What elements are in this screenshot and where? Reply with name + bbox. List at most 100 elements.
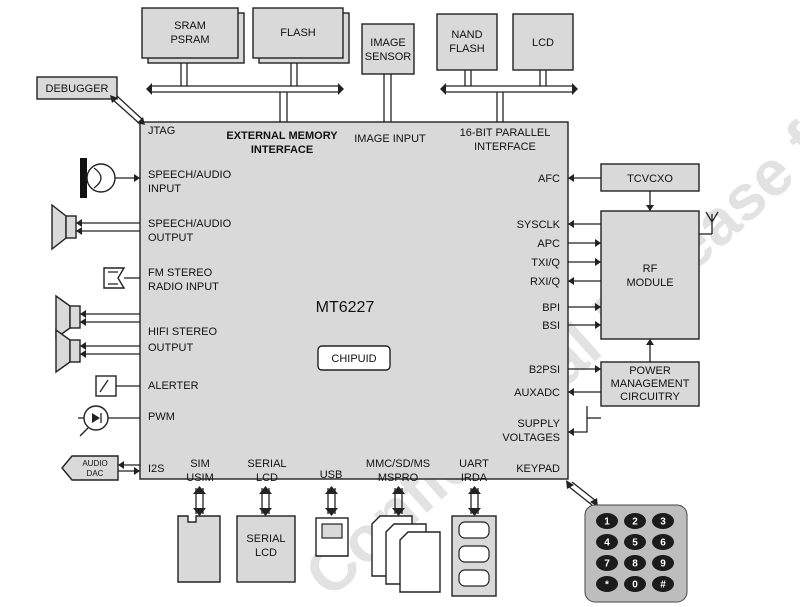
uart-label-2: IRDA [461,472,488,484]
fm-stereo-label-2: RADIO INPUT [148,281,219,293]
keypad-link [566,480,598,507]
keypad-key [652,555,674,571]
sim-label-2: USIM [186,472,214,484]
audio-dac-label-1: AUDIO [82,459,107,468]
external-memory-interface-label: INTERFACE [251,144,313,156]
sram-label: SRAM [174,20,206,32]
sim-card-icon [177,486,221,583]
mmc-label-1: MMC/SD/MS [366,458,430,470]
keypad-key [596,576,618,592]
keypad-key-label: 0 [632,580,638,591]
keypad-key [624,576,646,592]
keypad-key-label: 2 [632,517,638,528]
chip-name: MT6227 [316,299,375,316]
fm-radio-icon [103,267,140,289]
alerter-icon [95,375,140,397]
serial-lcd-box-label-2: LCD [255,547,277,559]
bpi-label: BPI [542,302,560,314]
usb-connector-icon [315,486,349,557]
serial-lcd-box-label-1: SERIAL [246,533,285,545]
afc-label: AFC [538,173,560,185]
tcvcxo-box: TCVCXO [568,163,700,211]
parallel-bus [440,70,578,122]
pm-label-3: CIRCUITRY [620,391,680,403]
nand-label-1: NAND [451,29,482,41]
keypad-key [624,555,646,571]
mmc-label-2: MSPRO [378,472,419,484]
audio-dac-label-2: DAC [87,469,104,478]
parallel-interface-label: INTERFACE [474,141,536,153]
lcd-label: LCD [532,37,554,49]
uart-connector-icon [451,486,497,597]
keypad-key [624,534,646,550]
bsi-label: BSI [542,320,560,332]
keypad-key-label: 1 [604,517,610,528]
debugger-box: DEBUGGER [36,76,145,125]
keypad-key [652,576,674,592]
keypad-key-label: * [605,580,609,591]
pm-label-2: MANAGEMENT [611,378,690,390]
keypad-key-label: 6 [660,538,666,549]
stereo-speakers-icon [55,294,140,374]
apc-label: APC [537,238,560,250]
usb-label: USB [320,469,343,481]
lcd-box: LCD [512,13,574,71]
image-sensor-label-1: IMAGE [370,37,405,49]
keypad-label: KEYPAD [516,463,560,475]
serial-lcd-pin-label-1: SERIAL [247,458,286,470]
serial-lcd-box: SERIAL LCD [236,486,296,583]
sram-psram-box: SRAM PSRAM [141,7,245,64]
hifi-stereo-label-1: HIFI STEREO [148,326,218,338]
debugger-label: DEBUGGER [46,83,109,95]
keypad-key-label: 5 [632,538,638,549]
speech-audio-input-label-1: SPEECH/AUDIO [148,169,232,181]
pm-label-1: POWER [629,365,671,377]
keypad-key [652,534,674,550]
microphone-icon [80,158,140,198]
sim-label-1: SIM [190,458,210,470]
serial-lcd-pin-label-2: LCD [256,472,278,484]
speech-audio-output-label-1: SPEECH/AUDIO [148,218,232,230]
speech-audio-output-label-2: OUTPUT [148,232,194,244]
keypad-key [624,513,646,529]
keypad-key [596,534,618,550]
mt6227-chip [139,121,569,480]
image-sensor-label-2: SENSOR [365,51,412,63]
keypad-key-label: 7 [604,559,610,570]
keypad-key [596,555,618,571]
parallel-label: 16-BIT PARALLEL [460,127,551,139]
auxadc-label: AUXADC [514,387,560,399]
memory-cards-icon [371,486,441,593]
keypad-key-label: 8 [632,559,638,570]
external-memory-label: EXTERNAL MEMORY [226,130,338,142]
rf-label-2: MODULE [626,277,673,289]
supply-label-2: VOLTAGES [502,432,560,444]
keypad-key-label: 4 [604,538,610,549]
keypad-key-label: # [660,580,666,591]
power-management-box: POWER MANAGEMENT CIRCUITRY [568,361,700,436]
uart-label-1: UART [459,458,489,470]
flash-label: FLASH [280,27,316,39]
rf-module-box: RF MODULE [568,210,719,362]
pwm-label: PWM [148,411,175,423]
flash-box: FLASH [252,7,350,64]
image-input-link [383,74,392,122]
supply-label-1: SUPPLY [517,418,560,430]
keypad-key [596,513,618,529]
txiq-label: TXI/Q [531,257,560,269]
image-input-label: IMAGE INPUT [354,133,426,145]
speaker-icon [51,203,140,251]
psram-label: PSRAM [170,34,209,46]
fm-stereo-label-1: FM STEREO [148,267,213,279]
sysclk-label: SYSCLK [517,219,561,231]
nand-flash-box: NAND FLASH [436,13,498,71]
chipuid-label: CHIPUID [331,353,376,365]
chipuid-box [317,345,391,371]
keypad-key-label: 9 [660,559,666,570]
nand-label-2: FLASH [449,43,485,55]
memory-bus [146,63,344,122]
audio-dac-box: AUDIO DAC [61,455,140,481]
alerter-label: ALERTER [148,380,199,392]
jtag-label: JTAG [148,125,175,137]
